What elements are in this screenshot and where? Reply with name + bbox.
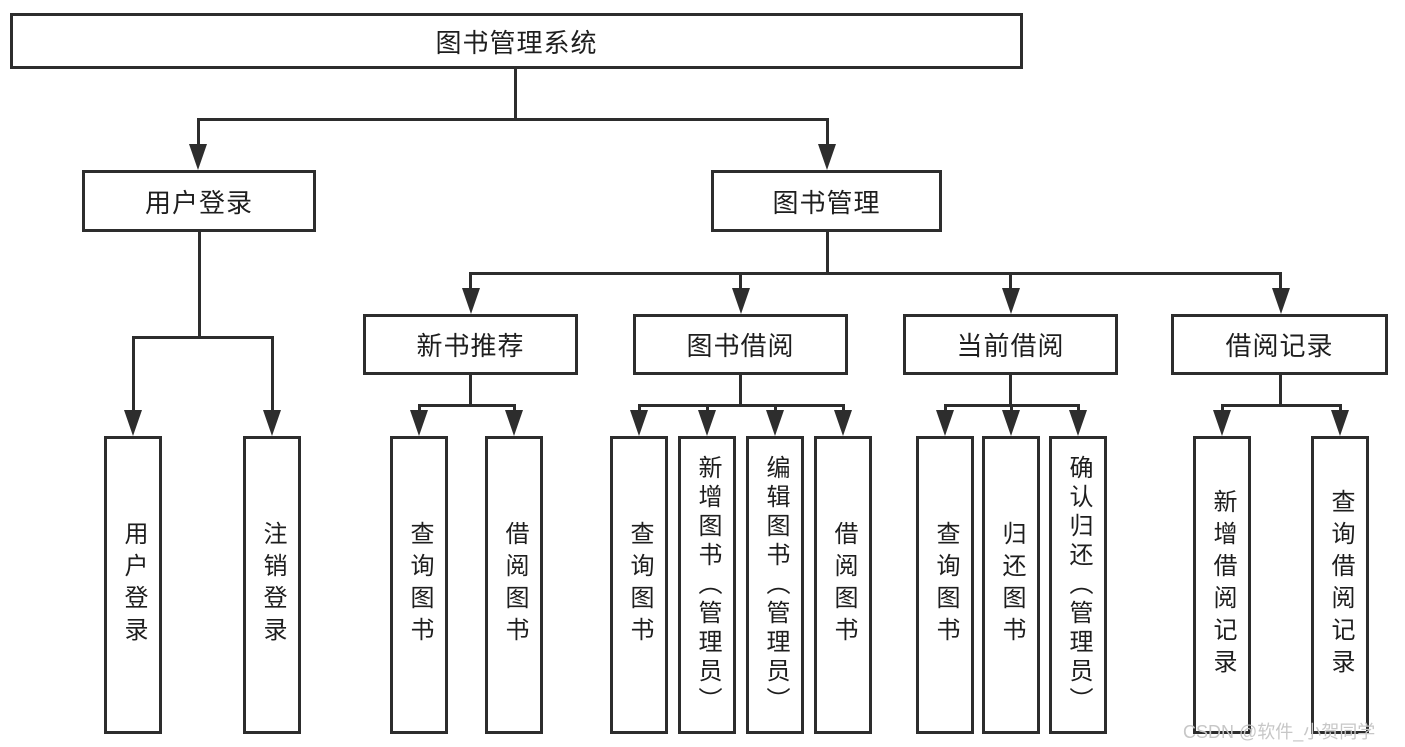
arrowhead-icon [818,144,836,170]
node-label: 借阅记录 [1225,331,1334,361]
connector-line [469,272,1282,275]
arrowhead-icon [732,288,750,314]
connector-line [132,336,274,339]
connector-line [1279,375,1282,406]
connector-line [638,404,844,407]
arrowhead-icon [505,410,523,436]
connector-line [469,272,472,290]
connector-line [197,118,200,146]
leaf-return-books: 归还图书 [982,436,1040,734]
arrowhead-icon [766,410,784,436]
connector-line [198,118,828,121]
leaf-query-borrow-record: 查询借阅记录 [1311,436,1369,734]
node-book-borrowing: 图书借阅 [633,314,848,375]
node-label: 查询图书 [406,521,433,649]
arrowhead-icon [410,410,428,436]
connector-line [1221,404,1224,412]
connector-line [826,232,829,274]
leaf-query-books-borrowing: 查询图书 [610,436,668,734]
leaf-query-books-recommend: 查询图书 [390,436,448,734]
arrowhead-icon [124,410,142,436]
connector-line [1010,404,1013,412]
leaf-confirm-return-admin: 确认归还（管理员） [1049,436,1107,734]
node-label: 查询借阅记录 [1327,489,1354,681]
connector-line [774,404,777,412]
node-label: 新增图书（管理员） [694,454,721,716]
arrowhead-icon [936,410,954,436]
connector-line [418,404,515,407]
arrowhead-icon [1069,410,1087,436]
arrowhead-icon [630,410,648,436]
leaf-add-books-admin: 新增图书（管理员） [678,436,736,734]
node-label: 查询图书 [626,521,653,649]
connector-line [469,375,472,406]
node-label: 图书管理 [772,187,881,218]
arrowhead-icon [698,410,716,436]
leaf-add-borrow-record: 新增借阅记录 [1193,436,1251,734]
node-borrowing-records: 借阅记录 [1171,314,1388,375]
arrowhead-icon [1002,288,1020,314]
connector-line [1339,404,1342,412]
node-label: 编辑图书（管理员） [762,454,789,716]
leaf-edit-books-admin: 编辑图书（管理员） [746,436,804,734]
node-label: 确认归还（管理员） [1065,454,1092,716]
connector-line [739,375,742,406]
node-current-borrowing: 当前借阅 [903,314,1118,375]
arrowhead-icon [834,410,852,436]
node-label: 借阅图书 [501,521,528,649]
connector-line [944,404,947,412]
node-book-management-branch: 图书管理 [711,170,942,232]
connector-line [514,69,517,119]
connector-line [418,404,421,412]
connector-line [826,118,829,146]
connector-line [739,272,742,290]
connector-line [842,404,845,412]
connector-line [271,336,274,412]
leaf-borrow-books-recommend: 借阅图书 [485,436,543,734]
arrowhead-icon [1331,410,1349,436]
leaf-borrow-books: 借阅图书 [814,436,872,734]
node-label: 用户登录 [144,187,253,218]
connector-line [198,232,201,337]
connector-line [706,404,709,412]
connector-line [1009,375,1012,406]
node-label: 注销登录 [259,521,286,649]
leaf-logout: 注销登录 [243,436,301,734]
node-root-library-system: 图书管理系统 [10,13,1023,69]
node-label: 用户登录 [120,521,147,649]
node-user-login-branch: 用户登录 [82,170,316,232]
connector-line [1221,404,1340,407]
node-label: 新书推荐 [416,331,525,361]
csdn-watermark: CSDN @软件_小贺同学 [1183,722,1376,742]
node-new-book-recommendation: 新书推荐 [363,314,578,375]
arrowhead-icon [1002,410,1020,436]
node-label: 图书管理系统 [435,27,598,58]
connector-line [513,404,516,412]
connector-line [1077,404,1080,412]
node-label: 新增借阅记录 [1209,489,1236,681]
connector-line [1009,272,1012,290]
arrowhead-icon [462,288,480,314]
connector-line [638,404,641,412]
arrowhead-icon [189,144,207,170]
node-label: 图书借阅 [686,331,795,361]
leaf-user-login: 用户登录 [104,436,162,734]
node-label: 归还图书 [998,521,1025,649]
node-label: 借阅图书 [830,521,857,649]
node-label: 当前借阅 [956,331,1065,361]
leaf-query-books-current: 查询图书 [916,436,974,734]
arrowhead-icon [263,410,281,436]
connector-line [132,336,135,412]
arrowhead-icon [1213,410,1231,436]
connector-line [1279,272,1282,290]
arrowhead-icon [1272,288,1290,314]
node-label: 查询图书 [932,521,959,649]
